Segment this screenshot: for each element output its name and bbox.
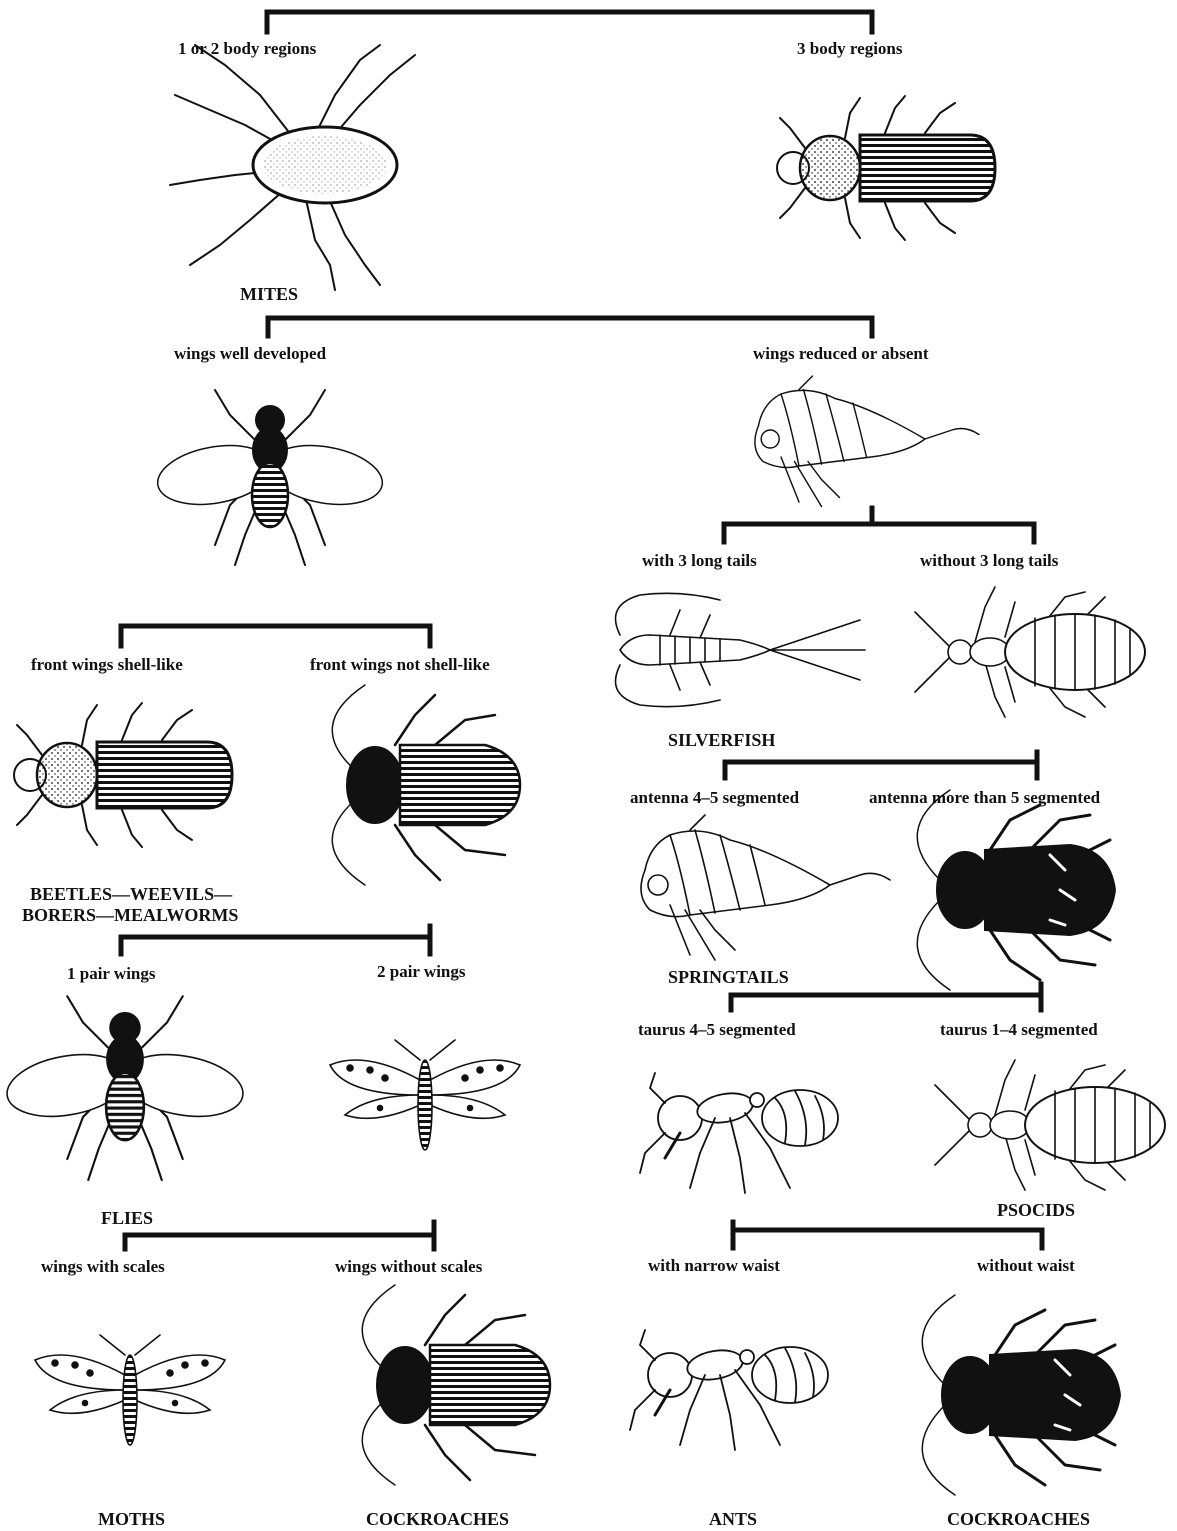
beetle-illustration [777,96,995,240]
springtail-illustration [641,815,890,960]
name-beetles-line-2: BORERS—MEALWORMS [22,906,238,924]
name-mites: MITES [240,285,298,303]
bracket-taurus [731,984,1041,1010]
label-front-wings-shell-like: front wings shell-like [31,656,183,673]
label-taurus-1-4-segmented: taurus 1–4 segmented [940,1021,1098,1038]
label-wings-with-scales: wings with scales [41,1258,165,1275]
bracket-antenna [725,752,1037,778]
bracket-body-regions [267,12,872,32]
cockroach-illustration [362,1285,550,1485]
mite-illustration [170,45,415,290]
ant-illustration [640,1073,838,1193]
name-flies: FLIES [101,1209,153,1227]
name-springtails: SPRINGTAILS [668,968,789,986]
name-ants: ANTS [709,1510,757,1528]
cockroach-illustration [917,790,1115,990]
bracket-scales [125,1222,434,1249]
label-without-waist: without waist [977,1257,1075,1274]
fly-illustration [2,996,248,1180]
psocid-illustration [915,587,1145,717]
label-antenna-4-5-segmented: antenna 4–5 segmented [630,789,799,806]
name-silverfish: SILVERFISH [668,731,775,749]
label-with-3-long-tails: with 3 long tails [642,552,757,569]
cockroach-illustration [332,685,520,885]
name-cockroaches-right: COCKROACHES [947,1510,1090,1528]
label-front-wings-not-shell-like: front wings not shell-like [310,656,490,673]
name-cockroaches-left: COCKROACHES [366,1510,509,1528]
label-wings-without-scales: wings without scales [335,1258,482,1275]
label-without-3-long-tails: without 3 long tails [920,552,1058,569]
label-antenna-more-than-5-segmented: antenna more than 5 segmented [869,789,1100,806]
moth-illustration [35,1335,225,1445]
bracket-waist [733,1222,1042,1248]
label-body-regions-3: 3 body regions [797,40,903,57]
fly-illustration [153,390,387,565]
name-beetles-line-1: BEETLES—WEEVILS— [30,885,232,903]
ant-illustration [630,1330,828,1450]
label-1-pair-wings: 1 pair wings [67,965,156,982]
bracket-wings [268,318,872,336]
bracket-wing-pairs [121,926,430,954]
beetle-illustration [14,703,232,847]
silverfish-illustration [616,593,866,706]
psocid-illustration [935,1060,1165,1190]
label-taurus-4-5-segmented: taurus 4–5 segmented [638,1021,796,1038]
label-body-regions-1-2: 1 or 2 body regions [178,40,316,57]
cockroach-illustration [922,1295,1120,1495]
label-wings-well-developed: wings well developed [174,345,326,362]
label-2-pair-wings: 2 pair wings [377,963,466,980]
bracket-tails [724,508,1034,542]
springtail-illustration [755,376,979,507]
bracket-front-wings [121,626,430,646]
label-with-narrow-waist: with narrow waist [648,1257,780,1274]
label-wings-reduced-or-absent: wings reduced or absent [753,345,929,362]
moth-illustration [330,1040,520,1150]
name-moths: MOTHS [98,1510,165,1528]
name-psocids: PSOCIDS [997,1201,1075,1219]
